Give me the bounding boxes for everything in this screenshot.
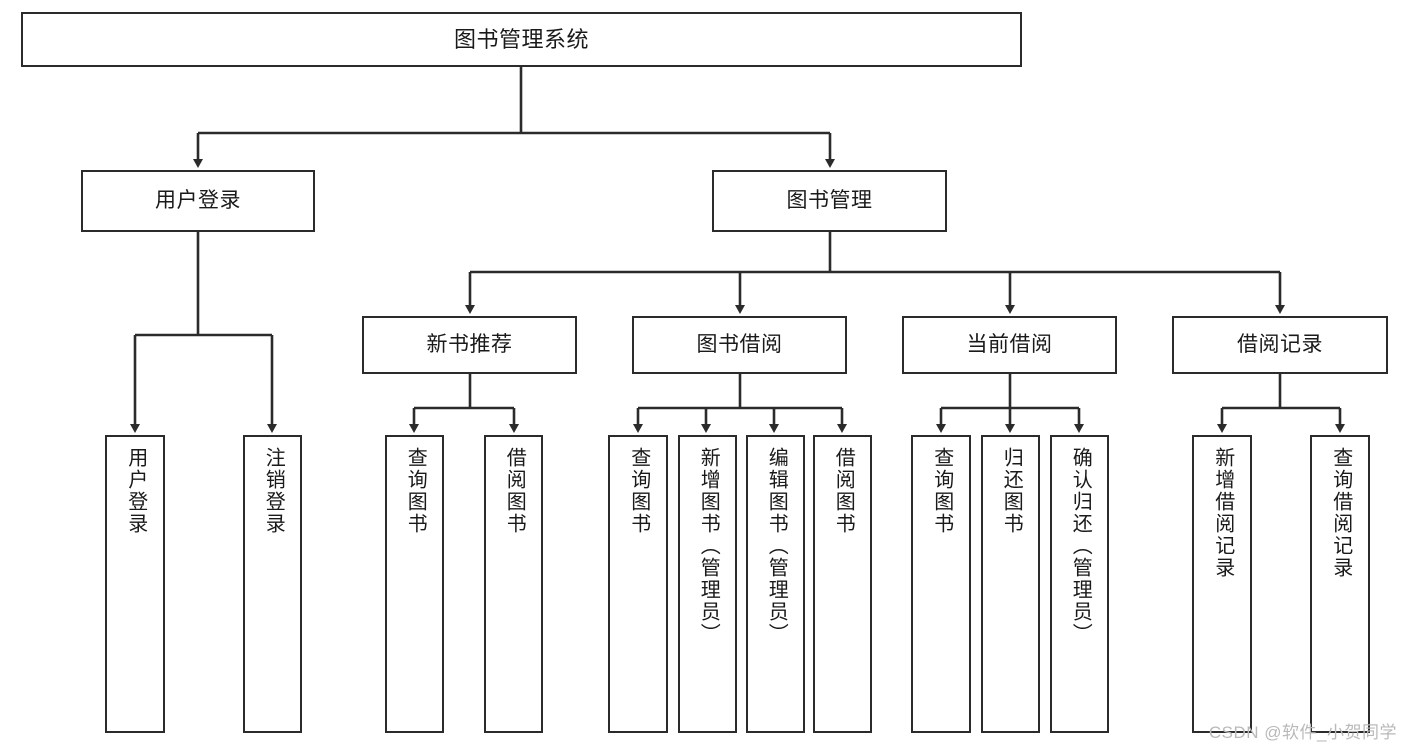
node-label: 新增图书（管理员）	[697, 447, 720, 645]
leaf-current-query-book[interactable]: 查询图书	[911, 435, 971, 733]
node-label: 借阅图书	[503, 447, 526, 535]
node-label: 编辑图书（管理员）	[765, 447, 788, 645]
node-label: 图书借阅	[696, 332, 783, 356]
node-book-borrow[interactable]: 图书借阅	[632, 316, 847, 374]
node-user-login[interactable]: 用户登录	[81, 170, 315, 232]
node-current-borrow[interactable]: 当前借阅	[902, 316, 1117, 374]
leaf-user-login-login[interactable]: 用户登录	[105, 435, 165, 733]
node-label: 图书管理	[786, 188, 873, 212]
leaf-recommend-query-book[interactable]: 查询图书	[385, 435, 444, 733]
node-label: 用户登录	[155, 188, 241, 212]
node-label: 借阅记录	[1237, 332, 1323, 356]
node-label: 图书管理系统	[453, 26, 589, 52]
leaf-borrow-query-book[interactable]: 查询图书	[608, 435, 668, 733]
node-label: 注销登录	[262, 447, 285, 535]
leaf-recommend-borrow-book[interactable]: 借阅图书	[484, 435, 543, 733]
node-book-management-system[interactable]: 图书管理系统	[21, 12, 1022, 67]
node-label: 查询图书	[627, 447, 650, 535]
leaf-borrow-edit-book-admin[interactable]: 编辑图书（管理员）	[746, 435, 805, 733]
node-borrow-record[interactable]: 借阅记录	[1172, 316, 1388, 374]
node-label: 用户登录	[124, 447, 147, 535]
node-label: 新增借阅记录	[1211, 447, 1234, 579]
leaf-borrow-add-book-admin[interactable]: 新增图书（管理员）	[678, 435, 737, 733]
node-label: 新书推荐	[426, 332, 513, 356]
leaf-current-return-book[interactable]: 归还图书	[981, 435, 1040, 733]
leaf-current-confirm-return-admin[interactable]: 确认归还（管理员）	[1050, 435, 1109, 733]
node-label: 查询图书	[930, 447, 953, 535]
node-book-management[interactable]: 图书管理	[712, 170, 947, 232]
node-label: 借阅图书	[832, 447, 855, 535]
node-label: 确认归还（管理员）	[1069, 447, 1092, 645]
node-new-book-recommend[interactable]: 新书推荐	[362, 316, 577, 374]
leaf-user-login-logout[interactable]: 注销登录	[243, 435, 302, 733]
leaf-record-add-record[interactable]: 新增借阅记录	[1192, 435, 1252, 733]
node-label: 归还图书	[1000, 447, 1023, 535]
node-label: 当前借阅	[966, 332, 1053, 356]
leaf-borrow-borrow-book[interactable]: 借阅图书	[813, 435, 872, 733]
node-label: 查询图书	[404, 447, 427, 535]
node-label: 查询借阅记录	[1329, 447, 1352, 579]
csdn-watermark: CSDN @软件_小贺同学	[1208, 723, 1397, 742]
leaf-record-query-record[interactable]: 查询借阅记录	[1310, 435, 1370, 733]
